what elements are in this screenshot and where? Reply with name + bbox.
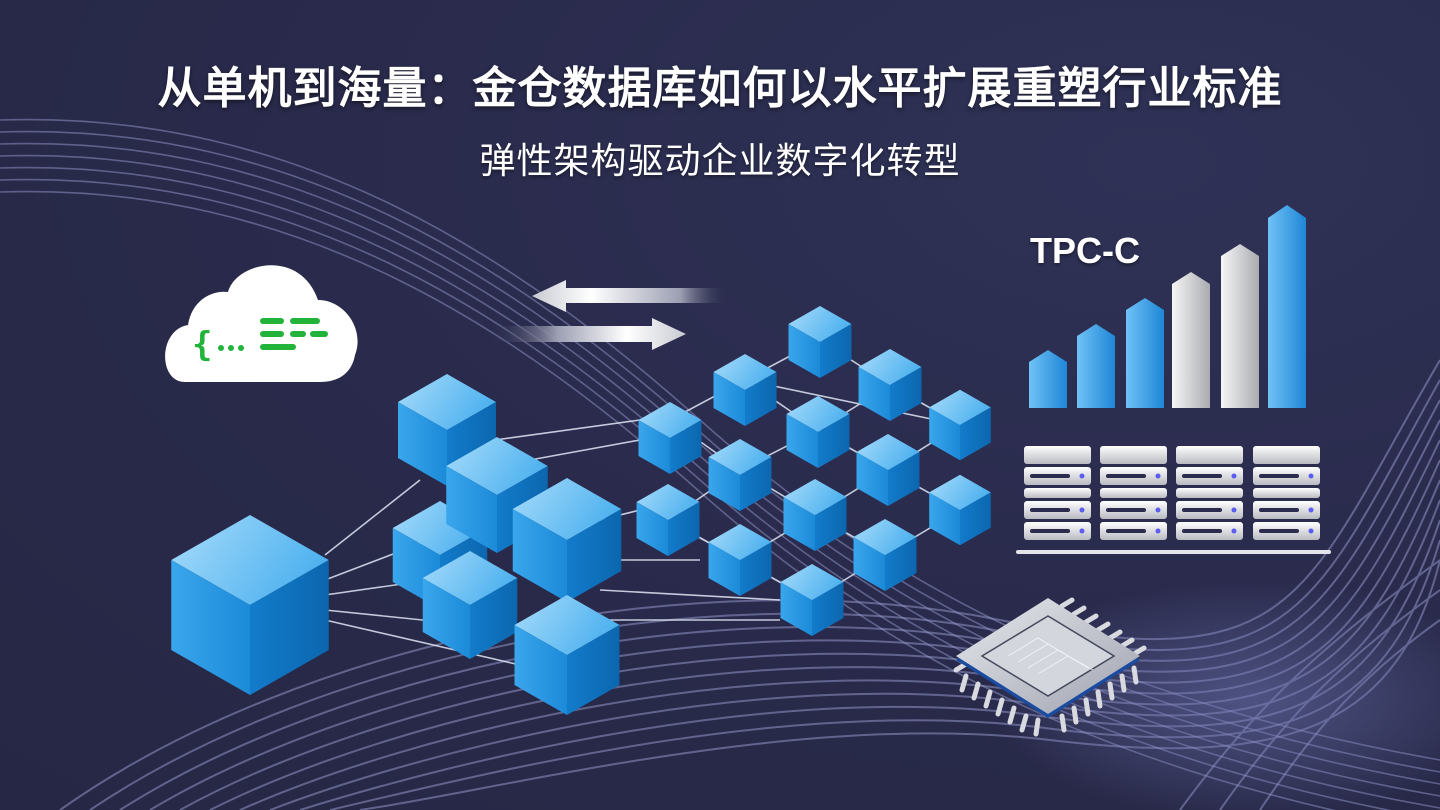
tpcc-growth-bars — [1029, 205, 1306, 408]
server-racks — [1016, 446, 1331, 554]
cpu-chip-icon — [953, 597, 1147, 737]
svg-text:{: { — [192, 325, 212, 365]
page-title: 从单机到海量：金仓数据库如何以水平扩展重塑行业标准 — [157, 63, 1283, 114]
page-subtitle: 弹性架构驱动企业数字化转型 — [479, 141, 961, 182]
cloud-code-icon: { — [165, 265, 358, 382]
benchmark-label: TPC-C — [1030, 230, 1140, 271]
cube-cluster-left — [171, 374, 622, 715]
bidirectional-arrows-icon — [488, 280, 730, 350]
